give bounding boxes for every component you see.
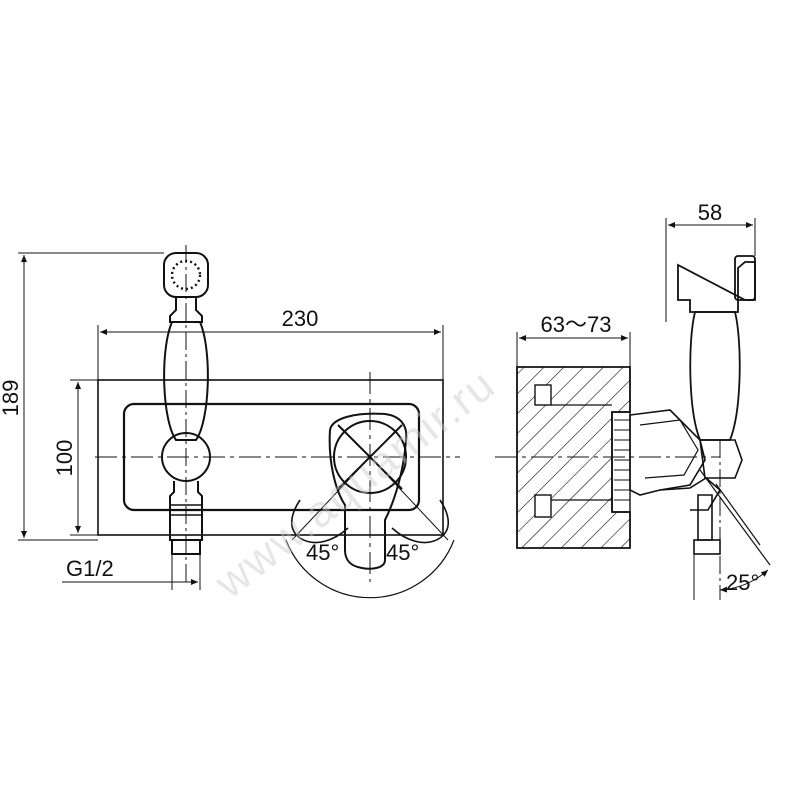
hose-angle-arc	[719, 569, 769, 593]
shower-head-side	[677, 261, 756, 313]
threaded-sleeve	[611, 411, 631, 513]
hand-shower	[161, 245, 211, 585]
cover-plate-inner	[122, 402, 421, 512]
outlet-elbow	[659, 477, 722, 511]
lever-ghost-left	[290, 499, 349, 544]
angle-ray-right	[369, 456, 449, 541]
mount-stud-bottom	[534, 494, 552, 518]
dim-189-label: 189	[0, 380, 23, 417]
thread-lines	[614, 419, 630, 501]
angle-arc	[285, 539, 455, 599]
holder-side	[699, 439, 743, 479]
mount-stud-top	[534, 384, 552, 406]
thread-label: G1/2	[66, 556, 114, 581]
hose-line-1	[699, 469, 771, 566]
hose-line-2	[715, 483, 761, 546]
cover-plate-outer	[97, 379, 444, 536]
angle-ray-left	[291, 456, 371, 541]
hose-angle-label: 25°	[726, 570, 759, 595]
shower-grip-side	[689, 311, 741, 441]
angle-right-label: 45°	[386, 540, 419, 565]
dim-230-label: 230	[282, 306, 319, 331]
side-view	[495, 218, 771, 600]
shower-grip	[163, 321, 209, 441]
shower-nozzle	[734, 255, 756, 301]
front-view	[18, 245, 460, 599]
lever-ghost-right	[391, 499, 450, 544]
angle-left-label: 45°	[306, 540, 339, 565]
lever-cap	[333, 420, 407, 494]
lever-side	[629, 409, 706, 496]
dim-100-label: 100	[52, 440, 77, 477]
dim-63-73-label: 63～73	[541, 312, 612, 337]
nut-side	[693, 539, 721, 555]
dim-58-label: 58	[698, 200, 722, 225]
mixer-lever	[285, 412, 455, 599]
connector-side	[697, 494, 713, 541]
lever-body	[328, 412, 408, 570]
lever-side-inner	[639, 419, 699, 479]
watermark: www.aquamir.ru	[205, 359, 505, 608]
